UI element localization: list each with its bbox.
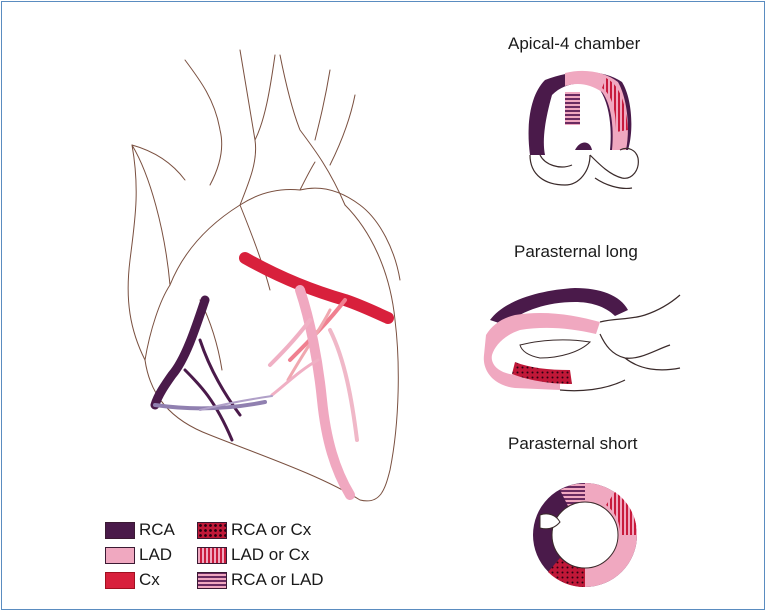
cx-artery <box>245 258 388 318</box>
legend-label: RCA <box>139 520 175 540</box>
legend-swatch-lad-or-cx <box>197 547 227 564</box>
view-title-apical: Apical-4 chamber <box>508 34 640 54</box>
parasternal-long-view <box>484 288 680 391</box>
view-title-parasternal-short: Parasternal short <box>508 434 637 454</box>
legend-swatch-rca-or-cx <box>197 522 227 539</box>
legend-item-rca-or-lad: RCA or LAD <box>197 570 324 590</box>
legend: RCA LAD Cx RCA or Cx LAD or Cx RCA or LA… <box>105 520 365 592</box>
legend-swatch-rca-or-lad <box>197 572 227 589</box>
coronary-arteries <box>155 258 388 495</box>
legend-item-rca-or-cx: RCA or Cx <box>197 520 311 540</box>
view-title-parasternal-long: Parasternal long <box>514 242 638 262</box>
legend-label: LAD or Cx <box>231 545 309 565</box>
legend-swatch-lad <box>105 547 135 564</box>
legend-item-lad: LAD <box>105 545 172 565</box>
legend-item-lad-or-cx: LAD or Cx <box>197 545 309 565</box>
heart-outline <box>128 50 400 501</box>
legend-label: RCA or LAD <box>231 570 324 590</box>
legend-item-rca: RCA <box>105 520 175 540</box>
rca-artery <box>155 300 205 405</box>
legend-label: Cx <box>139 570 160 590</box>
legend-swatch-rca <box>105 522 135 539</box>
legend-label: RCA or Cx <box>231 520 311 540</box>
legend-label: LAD <box>139 545 172 565</box>
apical-4-chamber-view <box>529 71 639 189</box>
parasternal-short-view <box>533 483 637 587</box>
legend-item-cx: Cx <box>105 570 160 590</box>
legend-swatch-cx <box>105 572 135 589</box>
